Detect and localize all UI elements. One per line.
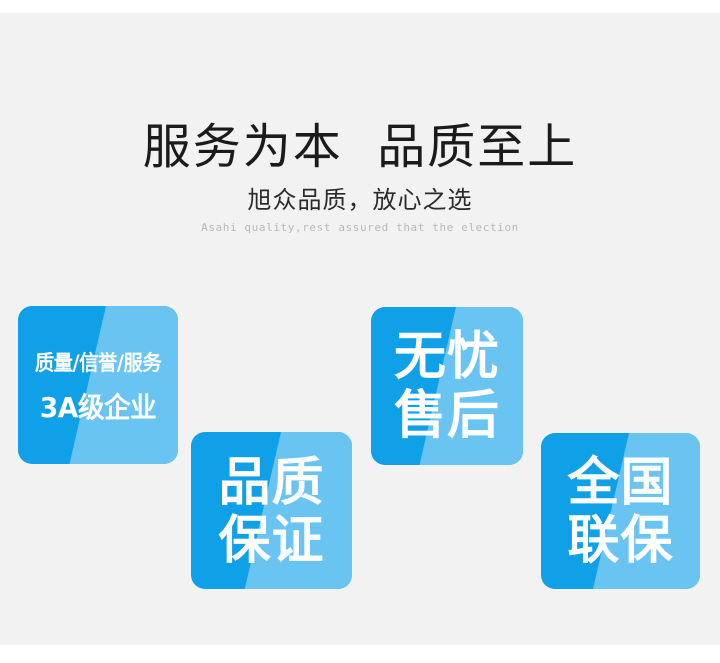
badge-quality-line-2: 保证 [218,511,325,571]
badge-quality-line-1: 品质 [218,453,325,513]
badge-3a-enterprise: 质量/信誉/服务 3A级企业 [18,306,178,464]
badge-worry-free-after-sales: 无忧 售后 [371,307,523,465]
badge-3a-subtitle: 质量/信誉/服务 [34,351,162,375]
page-title: 服务为本 品质至上 [142,119,578,175]
badge-warranty-line-2: 联保 [567,511,674,571]
badge-warranty-line-1: 全国 [567,453,674,513]
badge-after-sales-line-1: 无忧 [393,327,500,387]
header-block: 服务为本 品质至上 旭众品质，放心之选 Asahi quality,rest a… [0,118,720,235]
badge-3a-title: 3A级企业 [39,391,157,424]
subtitle-english: Asahi quality,rest assured that the elec… [201,221,519,234]
badge-after-sales-line-2: 售后 [393,386,500,446]
badge-quality-guarantee: 品质 保证 [191,432,352,589]
badge-nationwide-warranty: 全国 联保 [541,433,700,589]
subtitle-chinese: 旭众品质，放心之选 [247,186,473,214]
diagonal-stripe [69,306,178,464]
